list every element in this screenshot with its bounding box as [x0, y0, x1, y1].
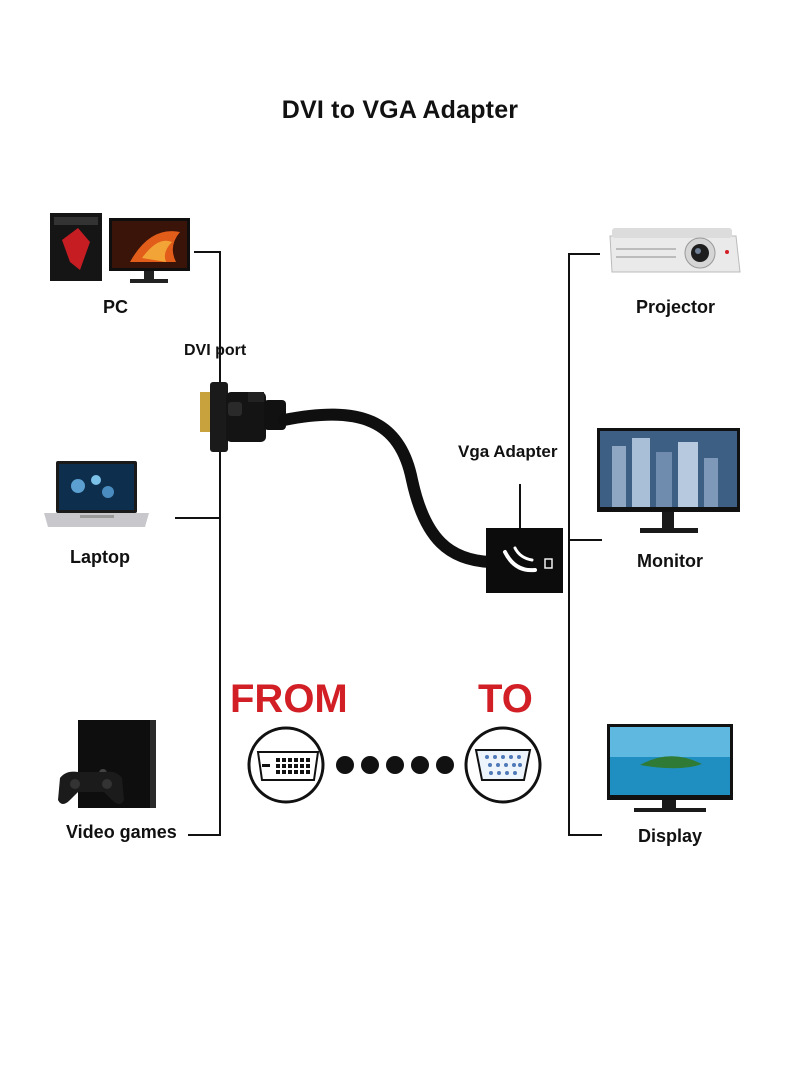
video-games-label: Video games	[66, 822, 177, 842]
vga-adapter-label: Vga Adapter	[458, 442, 558, 461]
vga-adapter-box	[486, 484, 563, 593]
laptop-label: Laptop	[70, 547, 130, 567]
dot-separator	[336, 756, 454, 774]
projector-label: Projector	[636, 297, 716, 317]
dvi-port-label: DVI port	[184, 342, 247, 359]
vga-port-symbol-icon	[464, 726, 542, 804]
right-connector-lines	[568, 253, 602, 836]
display-label: Display	[638, 826, 703, 846]
pc-label: PC	[103, 297, 129, 317]
display-icon	[607, 724, 733, 812]
monitor-label: Monitor	[637, 551, 703, 571]
monitor-icon	[597, 428, 740, 533]
projector-icon	[609, 228, 741, 273]
dvi-port-symbol-icon	[247, 726, 325, 804]
pc-tower-and-monitor-icon	[50, 213, 190, 283]
page-title: DVI to VGA Adapter	[281, 96, 519, 124]
game-console-icon	[58, 720, 156, 808]
dvi-connector-icon	[200, 382, 286, 452]
laptop-icon	[44, 461, 149, 527]
cable	[278, 408, 496, 568]
to-label: TO	[478, 677, 533, 721]
left-connector-lines	[175, 251, 221, 836]
from-label: FROM	[230, 677, 348, 721]
